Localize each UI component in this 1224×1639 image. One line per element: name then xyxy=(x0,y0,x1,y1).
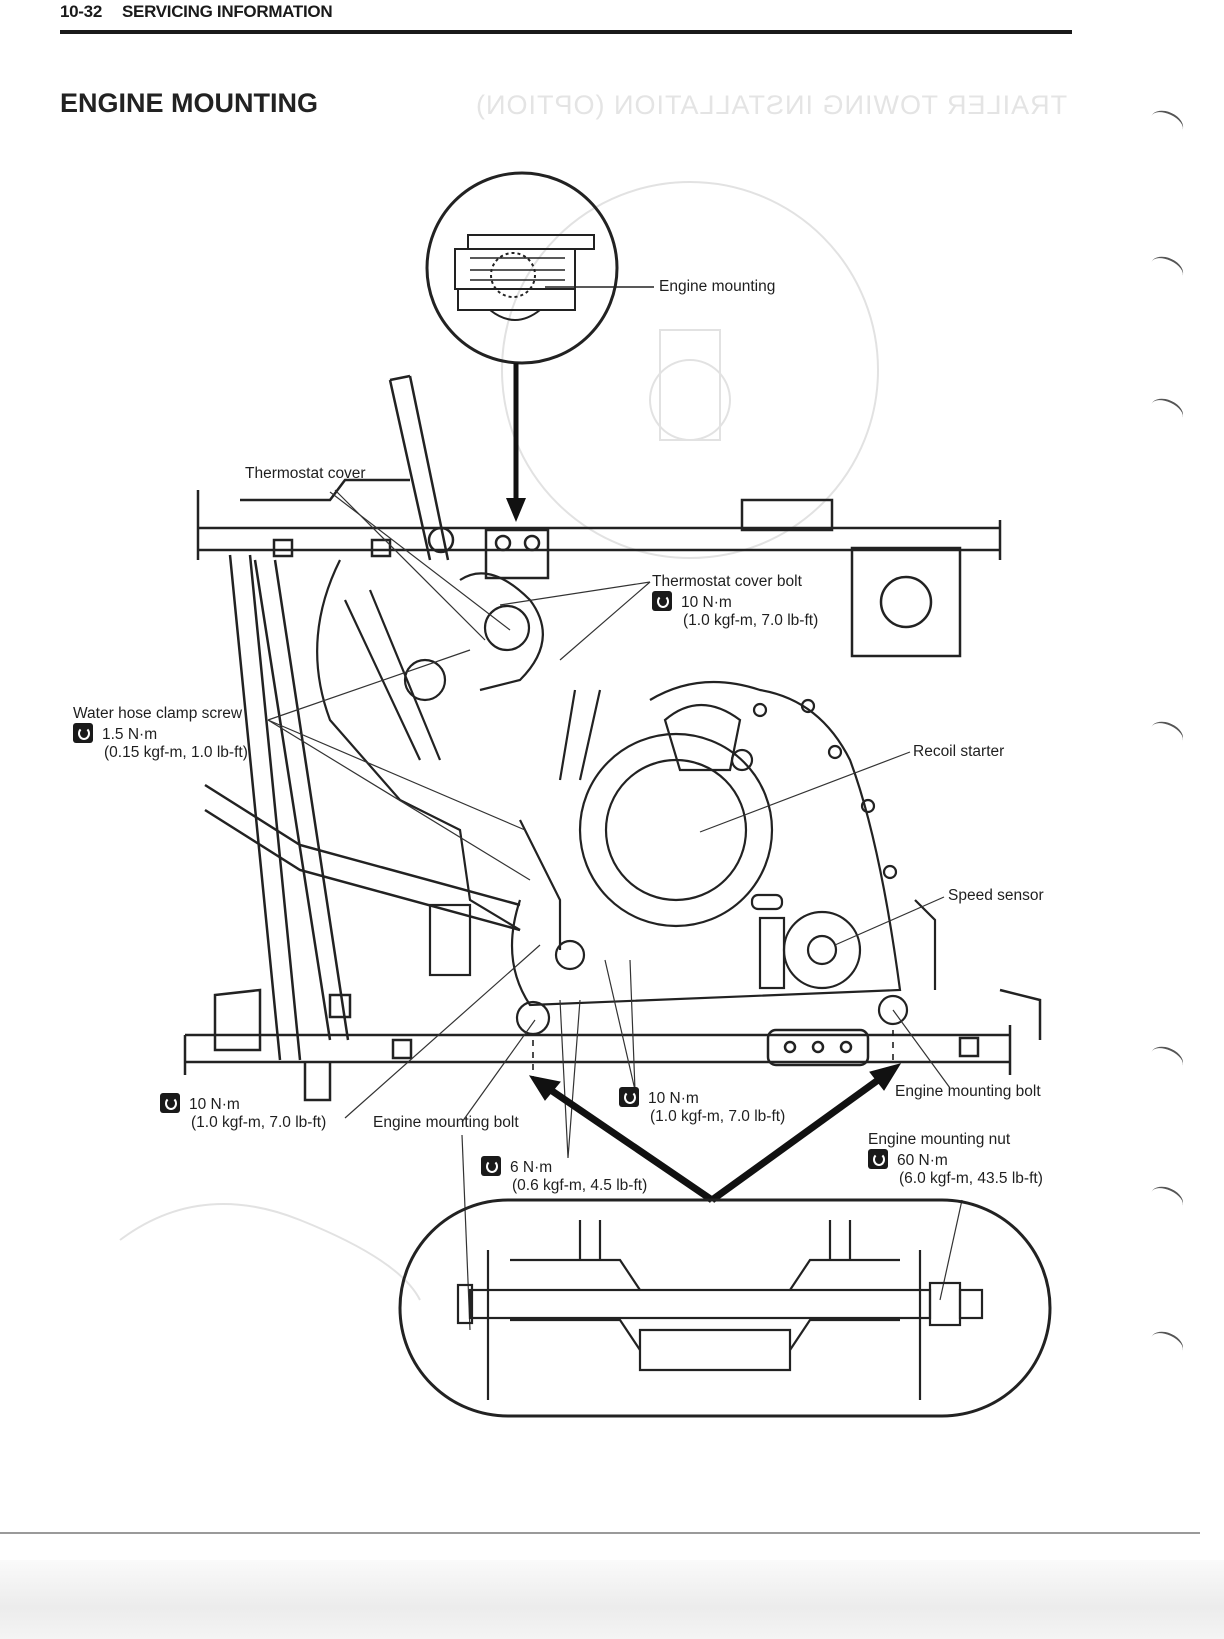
frame-upper xyxy=(196,374,1002,658)
label-torque-center: 10 N·m (1.0 kgf-m, 7.0 lb-ft) xyxy=(619,1087,785,1126)
engine-mounting-inset xyxy=(425,171,654,365)
page-number: 10-32 xyxy=(60,2,102,21)
label-recoil-starter: Recoil starter xyxy=(913,743,1005,760)
engine-mounting-nut-name: Engine mounting nut xyxy=(868,1131,1011,1148)
water-hose-clamp-screw-name: Water hose clamp screw xyxy=(73,705,243,722)
label-engine-mounting: Engine mounting xyxy=(659,278,776,295)
label-thermostat-cover: Thermostat cover xyxy=(245,465,366,482)
label-engine-mounting-nut: Engine mounting nut 60 N·m (6.0 kgf-m, 4… xyxy=(868,1131,1043,1188)
water-hose-clamp-screw-torque-alt: (0.15 kgf-m, 1.0 lb-ft) xyxy=(104,744,248,761)
engine-mounting-nut-torque: 60 N·m xyxy=(897,1152,948,1169)
torque-wrench-icon xyxy=(160,1093,180,1113)
engine-body xyxy=(316,559,937,1036)
water-hose-clamp-screw-torque: 1.5 N·m xyxy=(102,726,158,743)
page-title: ENGINE MOUNTING xyxy=(60,88,319,118)
page-header: 10-32 SERVICING INFORMATION xyxy=(60,0,1072,34)
torque-left-alt: (1.0 kgf-m, 7.0 lb-ft) xyxy=(191,1114,327,1131)
pointer-arrows xyxy=(528,1030,902,1203)
engine-mounting-nut-torque-alt: (6.0 kgf-m, 43.5 lb-ft) xyxy=(899,1170,1043,1187)
torque-center-value: 10 N·m xyxy=(648,1090,699,1107)
thermostat-cover-bolt-torque-alt: (1.0 kgf-m, 7.0 lb-ft) xyxy=(683,612,819,629)
torque-left-value: 10 N·m xyxy=(189,1096,240,1113)
bolt-detail-inset xyxy=(398,1198,1052,1418)
scan-bottom-band xyxy=(0,1560,1224,1639)
torque-wrench-icon xyxy=(652,591,672,611)
label-water-hose-clamp-screw: Water hose clamp screw 1.5 N·m (0.15 kgf… xyxy=(73,705,248,762)
label-engine-mounting-bolt-right: Engine mounting bolt xyxy=(895,1083,1041,1100)
label-torque-left: 10 N·m (1.0 kgf-m, 7.0 lb-ft) xyxy=(160,1093,326,1132)
thermostat-cover-bolt-name: Thermostat cover bolt xyxy=(652,573,802,590)
label-speed-sensor: Speed sensor xyxy=(948,887,1044,904)
thermostat-cover-bolt-torque: 10 N·m xyxy=(681,594,732,611)
torque-6-value: 6 N·m xyxy=(510,1159,553,1176)
label-torque-6: 6 N·m (0.6 kgf-m, 4.5 lb-ft) xyxy=(481,1156,647,1195)
label-thermostat-cover-bolt: Thermostat cover bolt 10 N·m (1.0 kgf-m,… xyxy=(652,573,818,630)
section-name: SERVICING INFORMATION xyxy=(122,2,333,21)
frame-lower xyxy=(183,554,1042,1102)
torque-wrench-icon xyxy=(73,723,93,743)
torque-wrench-icon xyxy=(619,1087,639,1107)
torque-wrench-icon xyxy=(868,1149,888,1169)
bleedthrough-shapes xyxy=(119,181,879,1301)
torque-wrench-icon xyxy=(481,1156,501,1176)
leader-lines xyxy=(267,489,963,1331)
torque-6-alt: (0.6 kgf-m, 4.5 lb-ft) xyxy=(512,1177,648,1194)
label-engine-mounting-bolt-center: Engine mounting bolt xyxy=(373,1114,519,1131)
torque-center-alt: (1.0 kgf-m, 7.0 lb-ft) xyxy=(650,1108,786,1125)
page-bottom-rule xyxy=(0,1532,1200,1534)
